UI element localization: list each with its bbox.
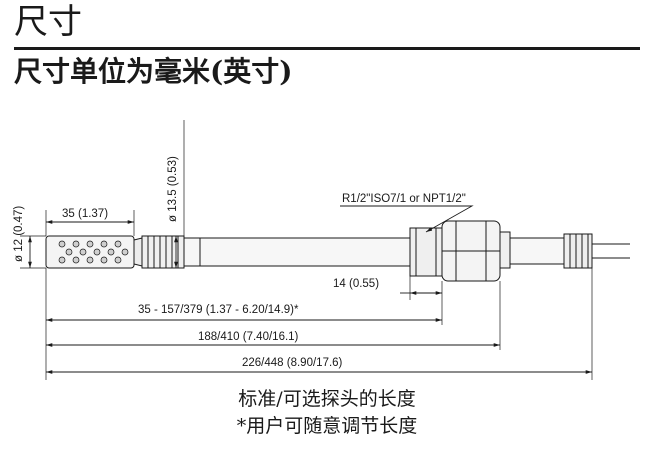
units-subtitle: 尺寸单位为毫米(英寸)	[14, 55, 293, 88]
label-probe-length: 35 - 157/379 (1.37 - 6.20/14.9)*	[138, 304, 299, 316]
page-title: 尺寸	[14, 2, 82, 42]
label-thread-spec: R1/2"ISO7/1 or NPT1/2"	[342, 193, 466, 205]
note-adjustable: *用户可随意调节长度	[236, 415, 418, 437]
title-underline	[14, 47, 640, 50]
note-probe-length: 标准/可选探头的长度	[238, 388, 416, 410]
label-body-length: 188/410 (7.40/16.1)	[198, 331, 299, 343]
filter-holes	[58, 240, 129, 264]
label-probe-diameter: ø 12 (0.47)	[13, 206, 25, 262]
thread-leader	[340, 205, 474, 233]
label-total-length: 226/448 (8.90/17.6)	[242, 357, 343, 369]
cable-gland	[563, 233, 593, 269]
thread-section	[409, 227, 443, 277]
label-collar-diameter: ø 13.5 (0.53)	[167, 156, 179, 222]
probe-outline	[45, 220, 630, 282]
probe-tube	[183, 237, 411, 267]
probe-body	[509, 237, 565, 265]
label-thread-length: 14 (0.55)	[333, 278, 379, 290]
extension-lines	[20, 120, 593, 380]
label-filter-length: 35 (1.37)	[62, 208, 108, 220]
